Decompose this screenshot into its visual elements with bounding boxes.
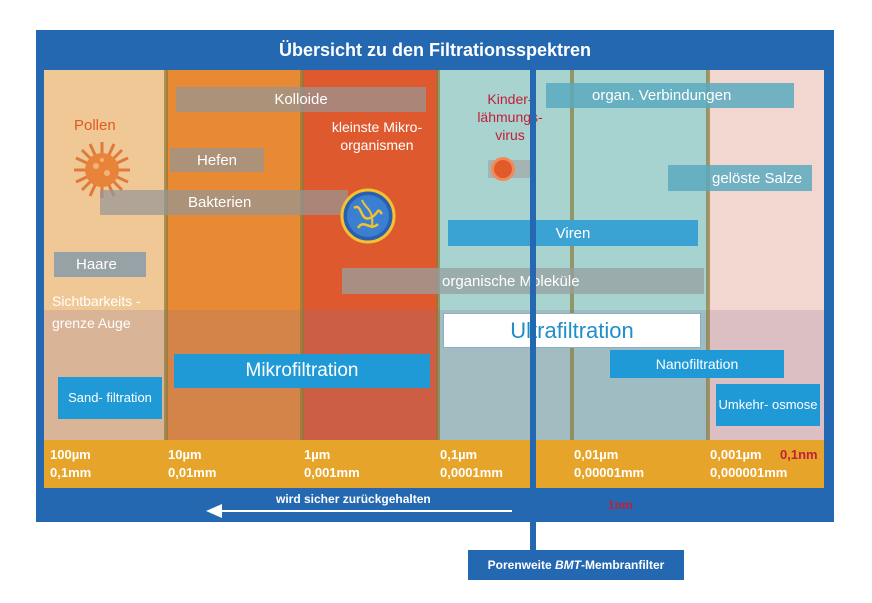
nm-label: 1nm [608,498,633,512]
column-separator [706,70,710,440]
scale-tick-extra: 0,1nm [780,447,818,462]
kolloide-band: Kolloide [176,87,426,112]
polio-virus-label: Kinder- lähmungs- virus [477,91,543,143]
diagram-title: Übersicht zu den Filtrationsspektren [278,40,592,60]
virus-icon [494,160,512,178]
column-01um-right [536,70,572,440]
arrow-label: wird sicher zurückgehalten [276,492,431,506]
ultrafiltration-band: Ultrafiltration [443,313,701,348]
microorganisms-label: kleinste Mikro- organismen [331,119,423,153]
dissolved-salts-band: gelöste Salze [668,165,812,191]
bakterien-band: Bakterien [100,190,348,215]
membrane-filter-label: Porenweite BMT-Membranfilter [468,550,684,580]
microorganism-icon [340,188,396,244]
hair-band: Haare [54,252,146,277]
viruses-band: Viren [448,220,698,246]
microfiltration-band: Mikrofiltration [174,354,430,388]
column-separator [570,70,574,440]
pollen-label: Pollen [74,117,116,134]
nanofiltration-band: Nanofiltration [610,350,784,378]
left-arrow-icon [206,504,512,518]
visibility-limit-label: Sichtbarkeits - grenze Auge [52,293,141,331]
organic-compounds-band: organ. Verbindungen [546,83,794,108]
column-0001um [708,70,824,440]
column-01um-left [438,70,530,440]
membrane-pore-line [530,70,536,552]
organic-molecules-band: organische Moleküle [342,268,704,294]
hefen-band: Hefen [170,148,264,172]
column-separator [436,70,440,440]
pollen-icon [74,142,130,198]
sand-filtration-band: Sand- filtration [58,377,162,419]
column-001um [572,70,708,440]
reverse-osmosis-band: Umkehr- osmose [716,384,820,426]
column-separator [164,70,168,440]
scale-bar [44,440,824,488]
column-separator [300,70,304,440]
